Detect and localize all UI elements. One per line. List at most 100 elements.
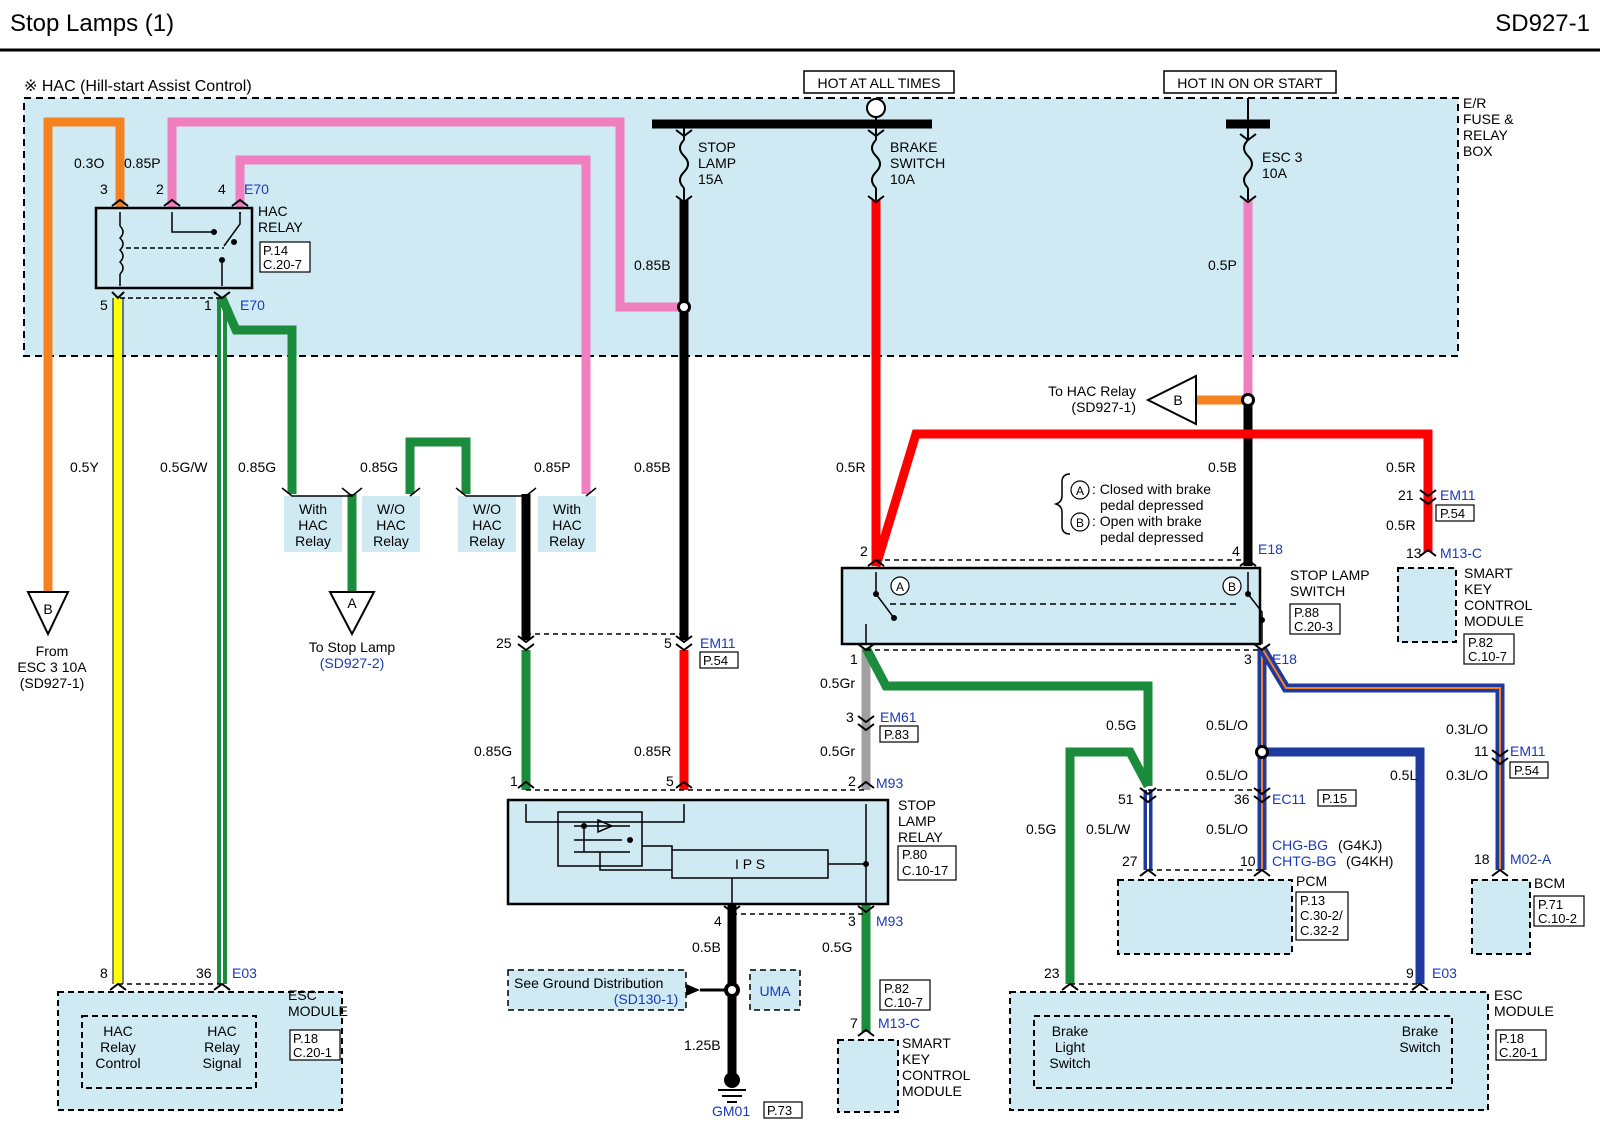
pcm-ref-3: C.32-2 [1300,923,1339,938]
m13c-bottom-pin: 7 [850,1015,858,1031]
m02a: M02-A [1510,851,1552,867]
esc-left-inner [81,1015,257,1089]
esc-left-in1-1: HAC [103,1023,133,1039]
lbl-05Gr-b: 0.5Gr [820,743,855,759]
lbl-085B-mid: 0.85B [634,459,671,475]
pcm-pin27: 27 [1122,853,1138,869]
fuse-stop-lamp-1: STOP [698,139,736,155]
sls-label-1: STOP LAMP [1290,567,1370,583]
em61-pin: 3 [846,709,854,725]
sls-contact-b2 [1259,617,1265,623]
ground-arrow [686,984,700,996]
hot-at-all-times-label: HOT AT ALL TIMES [818,75,941,91]
splice-black-pink-inner [680,303,688,311]
pcm-ref-2: C.30-2/ [1300,908,1343,923]
fuse-stop-lamp-2: LAMP [698,155,736,171]
hac-relay-label-2: RELAY [258,219,304,235]
slr-ref-1: P.80 [902,847,927,862]
lbl-05R-right2: 0.5R [1386,517,1416,533]
lbl-05R-right: 0.5R [1386,459,1416,475]
smart-bottom-1: SMART [902,1035,951,1051]
splice-ground-inner [728,986,736,994]
slr-pin-5: 5 [666,773,674,789]
lbl-05B: 0.5B [1208,459,1237,475]
slr-pin-4: 4 [714,913,722,929]
offpage-to-stop-ref: (SD927-2) [320,655,385,671]
lbl-05B-gnd: 0.5B [692,939,721,955]
em11-left: EM11 [700,635,736,651]
see-ground: See Ground Distribution [514,975,663,991]
sls-contact-b-circle [1222,576,1242,596]
legend-a-text-1: : Closed with brake [1092,481,1211,497]
esc-right-inner [1033,1015,1453,1089]
slr-node-2 [627,837,633,843]
terminal-chevrons [109,129,1509,1037]
slr-ips: I P S [735,856,765,872]
m02a-pin: 18 [1474,851,1490,867]
box-label-2: FUSE & [1463,111,1514,127]
lbl-085R: 0.85R [634,743,671,759]
em11-left-pin25: 25 [496,635,512,651]
hac-relay-contact-2 [231,239,237,245]
slr-pin-2: 2 [848,773,856,789]
smart-bottom-3: CONTROL [902,1067,971,1083]
hac-relay-connector-bottom: E70 [240,297,265,313]
hac-relay-internals [118,212,241,299]
sls-connector-bottom: E18 [1272,651,1297,667]
opt-with-2-c: Relay [549,533,585,549]
bcm-ref-1: P.71 [1538,897,1563,912]
em11-right-ref: P.54 [1514,763,1539,778]
hac-pin-4: 4 [218,181,226,197]
option-box-with-hac-2 [538,496,596,552]
esc-right-ref-2: C.20-1 [1499,1045,1538,1060]
ec11: EC11 [1272,791,1306,807]
hot-in-on-box [1163,70,1337,94]
sls-pin-1: 1 [850,651,858,667]
lbl-05P: 0.5P [1208,257,1237,273]
fuse-stop-lamp [679,124,689,200]
uma: UMA [759,983,791,999]
esc-right-2: MODULE [1494,1003,1554,1019]
e03-right: E03 [1432,965,1457,981]
ec11-ref: P.15 [1322,791,1347,806]
see-ground-box [507,969,687,1011]
opt-with-2-b: HAC [552,517,582,533]
smart-bottom-ref-2: C.10-7 [884,995,923,1010]
em61: EM61 [880,709,917,725]
gm01: GM01 [712,1103,750,1119]
lbl-03LO-a: 0.3L/O [1446,721,1488,737]
smart-bottom-4: MODULE [902,1083,962,1099]
sls-contact-b: B [1228,580,1236,594]
legend-b-letter: B [1076,516,1084,530]
hac-pin-3: 3 [100,181,108,197]
lbl-125B: 1.25B [684,1037,721,1053]
ec11-pin36: 36 [1234,791,1250,807]
offpage-triangle-to-hac [1145,374,1197,426]
offpage-to-hac-2: (SD927-1) [1071,399,1136,415]
fuse-brake-3: 10A [890,171,916,187]
esc-right-1: ESC [1494,987,1523,1003]
page-code: SD927-1 [1495,10,1590,37]
ref-boxes [259,241,1585,1119]
em11-smart-ref: P.54 [1440,506,1465,521]
legend-brace [1053,473,1071,535]
esc-right-ref-1: P.18 [1499,1031,1524,1046]
esc-left-in2-3: Signal [203,1055,242,1071]
lbl-05LO-a: 0.5L/O [1206,717,1248,733]
opt-wo-2-a: W/O [473,501,501,517]
wire-0.5L [1262,747,1425,984]
pcm-label: PCM [1296,873,1327,889]
wire-0.85P-lower [235,155,591,494]
m93-bottom: M93 [876,913,903,929]
m13c-right: M13-C [1440,545,1482,561]
legend-a-letter: A [1076,484,1084,498]
esc-right-in2-2: Switch [1399,1039,1440,1055]
ec11-pin51: 51 [1118,791,1134,807]
fuse-stop-lamp-3: 15A [698,171,724,187]
esc-right-in2-1: Brake [1402,1023,1439,1039]
option-box-wo-hac-2 [458,496,516,552]
slr-node-3 [863,861,869,867]
legend-b-circle [1070,512,1090,532]
sls-contact-a-circle [890,576,910,596]
sls-contact-a1 [873,591,879,597]
